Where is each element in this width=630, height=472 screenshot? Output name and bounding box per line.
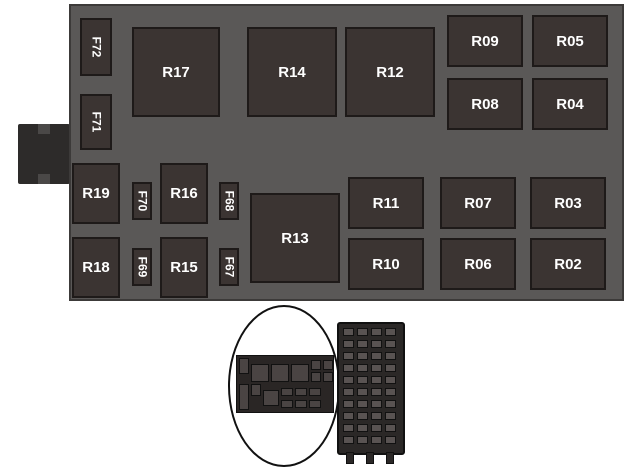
relay-r17: R17 — [132, 27, 220, 117]
relay-r06: R06 — [440, 238, 516, 290]
panel-pin — [386, 452, 394, 464]
relay-r15: R15 — [160, 237, 208, 298]
relay-r10: R10 — [348, 238, 424, 290]
panel-pin — [366, 452, 374, 464]
relay-r09: R09 — [447, 15, 523, 67]
relay-r05: R05 — [532, 15, 608, 67]
fuse-f70: F70 — [132, 182, 152, 220]
connector-tab — [18, 124, 70, 184]
vehicle-interior-panel-thumbnail — [337, 322, 405, 455]
fuse-f69: F69 — [132, 248, 152, 286]
relay-r08: R08 — [447, 78, 523, 130]
fuse-box-location-thumbnail — [236, 355, 334, 413]
relay-r07: R07 — [440, 177, 516, 229]
relay-r16: R16 — [160, 163, 208, 224]
fuse-f71: F71 — [80, 94, 112, 150]
relay-r13: R13 — [250, 193, 340, 283]
fuse-f72: F72 — [80, 18, 112, 76]
relay-r04: R04 — [532, 78, 608, 130]
relay-r02: R02 — [530, 238, 606, 290]
relay-r11: R11 — [348, 177, 424, 229]
fuse-f67: F67 — [219, 248, 239, 286]
fuse-f68: F68 — [219, 182, 239, 220]
panel-pin — [346, 452, 354, 464]
relay-r12: R12 — [345, 27, 435, 117]
relay-r18: R18 — [72, 237, 120, 298]
relay-r03: R03 — [530, 177, 606, 229]
relay-r14: R14 — [247, 27, 337, 117]
relay-r19: R19 — [72, 163, 120, 224]
